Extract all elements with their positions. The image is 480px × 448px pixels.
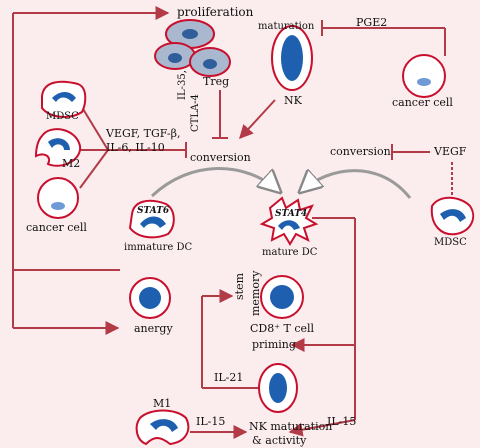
label-mature-dc: mature DC	[262, 247, 318, 258]
label-il35: IL-35,	[177, 70, 188, 100]
treg-cells	[154, 19, 231, 77]
label-immature-dc: immature DC	[124, 242, 193, 253]
vegf-inhibition	[391, 144, 453, 196]
label-cd8: CD8⁺ T cell	[250, 322, 315, 335]
mature-dc-pathway	[288, 217, 356, 437]
label-nk-activity: & activity	[252, 434, 307, 447]
m1-cell	[135, 409, 190, 446]
il21-loop	[201, 289, 260, 389]
label-stat4: STAT4	[275, 209, 308, 219]
label-il21: IL-21	[214, 371, 244, 384]
label-anergy: anergy	[134, 322, 173, 335]
cancer-cell-left	[37, 177, 79, 219]
nk-cell-top	[271, 25, 313, 91]
label-stat6: STAT6	[137, 206, 170, 216]
mdsc-cell-right	[430, 196, 475, 236]
label-m1: M1	[153, 397, 172, 410]
label-nk-maturation: NK maturation	[249, 420, 333, 433]
label-treg: Treg	[203, 75, 230, 88]
suppressive-factors-lines	[79, 103, 187, 189]
conversion-curves	[150, 167, 412, 199]
label-pge2: PGE2	[356, 16, 388, 29]
label-il15-right: IL-15	[327, 415, 357, 428]
label-maturation: maturation	[258, 21, 315, 32]
mdsc-cell-left	[41, 80, 87, 118]
label-cancer-cell-top: cancer cell	[392, 96, 453, 109]
cd8-t-cell	[260, 275, 304, 319]
label-factors-line2: IL-6, IL-10	[106, 141, 165, 154]
label-conversion-right: conversion	[330, 145, 391, 158]
pge2-inhibition	[321, 20, 446, 56]
label-conversion-left: conversion	[190, 151, 251, 164]
anergy-t-cell	[129, 277, 171, 319]
label-factors-line1: VEGF, TGF-β,	[106, 127, 181, 140]
m2-cell	[34, 128, 82, 167]
treg-inhibition	[212, 90, 228, 139]
label-mdsc-right: MDSC	[434, 237, 467, 248]
label-vegf: VEGF	[434, 145, 467, 158]
label-priming: priming	[252, 338, 296, 351]
label-proliferation: proliferation	[177, 5, 254, 19]
mature-dc-cell	[259, 196, 319, 246]
label-memory: memory	[249, 270, 262, 316]
nk-to-conversion-arrow	[239, 99, 276, 140]
cancer-cell-top	[402, 54, 446, 98]
label-m2: M2	[62, 157, 81, 170]
immature-dc-cell	[128, 199, 175, 239]
left-trunk	[12, 6, 170, 335]
label-ctla4: CTLA-4	[190, 94, 201, 132]
nk-cell-bottom	[258, 363, 298, 413]
label-cancer-cell-left: cancer cell	[26, 221, 87, 234]
label-stem: stem	[233, 272, 246, 300]
label-mdsc-left: MDSC	[46, 111, 79, 122]
label-nk-top: NK	[284, 94, 302, 107]
label-il15-left: IL-15	[196, 415, 226, 428]
